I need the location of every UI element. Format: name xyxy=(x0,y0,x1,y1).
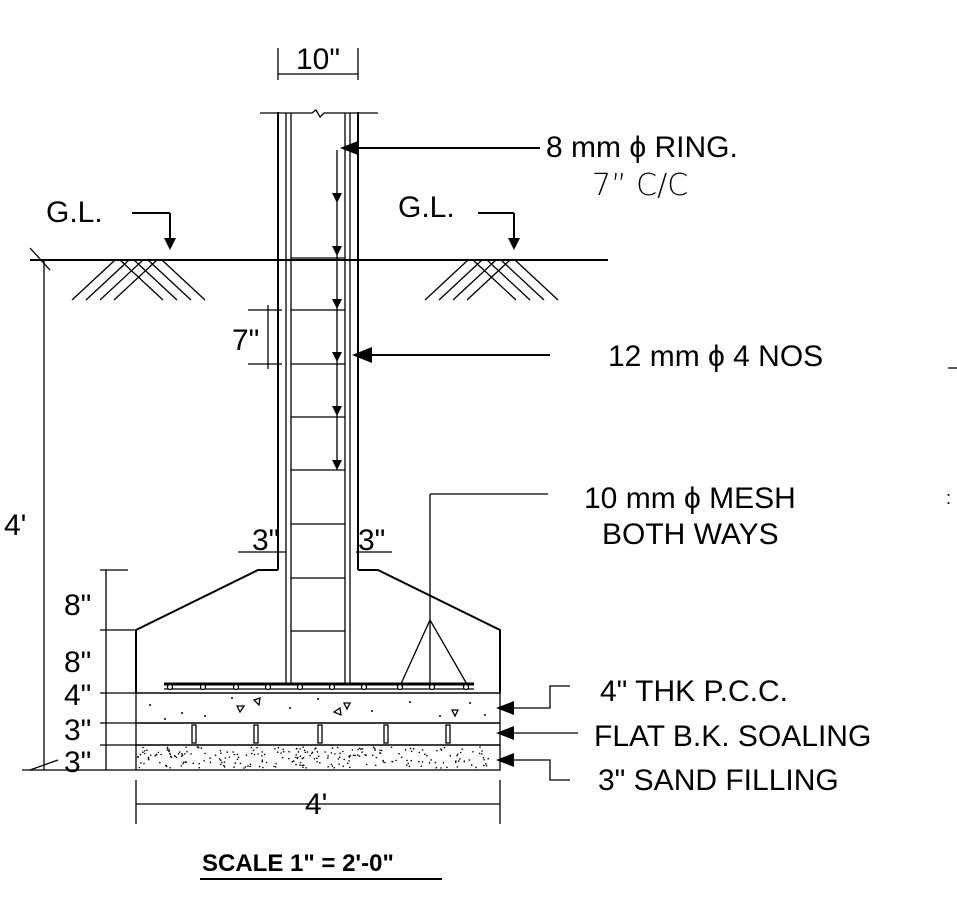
column-width-label: 10" xyxy=(296,43,340,76)
sand-thk-label: 3" xyxy=(64,746,91,779)
mesh-leader: 10 mm ϕ MESH BOTH WAYS xyxy=(399,482,796,687)
cover-right-label: 3" xyxy=(358,524,385,557)
brick-soling-layer xyxy=(135,722,501,746)
cover-dimensions: 3" 3" xyxy=(238,524,392,557)
ring-spacing-label: 7” C/C xyxy=(592,168,688,203)
edge-marks: : xyxy=(946,367,957,508)
gl-left-label: G.L. xyxy=(46,196,103,229)
sand-filling-layer xyxy=(135,744,501,771)
main-bar-leader: 12 mm ϕ 4 NOS xyxy=(352,340,823,373)
footing-width-label: 4' xyxy=(305,788,327,821)
scale-note: SCALE 1" = 2'-0" xyxy=(200,850,442,880)
pcc-layer xyxy=(135,692,501,724)
soling-label: FLAT B.K. SOALING xyxy=(594,720,871,753)
footing-mesh-bars xyxy=(164,682,474,690)
scale-label: SCALE 1" = 2'-0" xyxy=(202,850,394,877)
ring-pitch-dimension: 7" xyxy=(232,305,282,369)
pcc-label: 4" THK P.C.C. xyxy=(600,675,788,708)
soil-hatch-left xyxy=(71,259,206,301)
ring-arrows xyxy=(332,193,342,470)
mesh-label-line2: BOTH WAYS xyxy=(602,518,779,551)
layer-leaders: 4" THK P.C.C. FLAT B.K. SOALING 3" SAND … xyxy=(496,675,871,797)
soling-thk-label: 3" xyxy=(64,714,91,747)
ring-label: 8 mm ϕ RING. xyxy=(546,131,738,164)
gl-marker-left: G.L. xyxy=(46,196,176,250)
column-width-dimension: 10" xyxy=(277,43,359,80)
soil-hatch-right xyxy=(424,259,559,301)
slope-height-label: 8" xyxy=(64,589,91,622)
ring-pitch-label: 7" xyxy=(232,324,259,357)
layer-dimensions: 8" 8" 4" 3" 3" xyxy=(64,569,136,779)
gl-marker-right: G.L. xyxy=(398,191,520,250)
ring-leader: 8 mm ϕ RING. 7” C/C xyxy=(340,131,738,203)
main-bars-label: 12 mm ϕ 4 NOS xyxy=(608,340,823,373)
footing-depth-label: 8" xyxy=(64,646,91,679)
gl-right-label: G.L. xyxy=(398,191,455,224)
ground-line xyxy=(29,247,608,271)
cover-left-label: 3" xyxy=(252,524,279,557)
pcc-thk-label: 4" xyxy=(64,679,91,712)
mesh-label-line1: 10 mm ϕ MESH xyxy=(584,482,796,515)
svg-text::: : xyxy=(946,488,951,508)
stirrups xyxy=(291,257,345,632)
total-depth-dimension: 4' xyxy=(4,260,136,771)
sand-label: 3" SAND FILLING xyxy=(598,764,839,797)
footing-width-dimension: 4' xyxy=(135,780,501,824)
column-outline xyxy=(260,109,378,684)
mesh-bar-dots xyxy=(166,683,470,691)
total-depth-label: 4' xyxy=(4,509,26,542)
